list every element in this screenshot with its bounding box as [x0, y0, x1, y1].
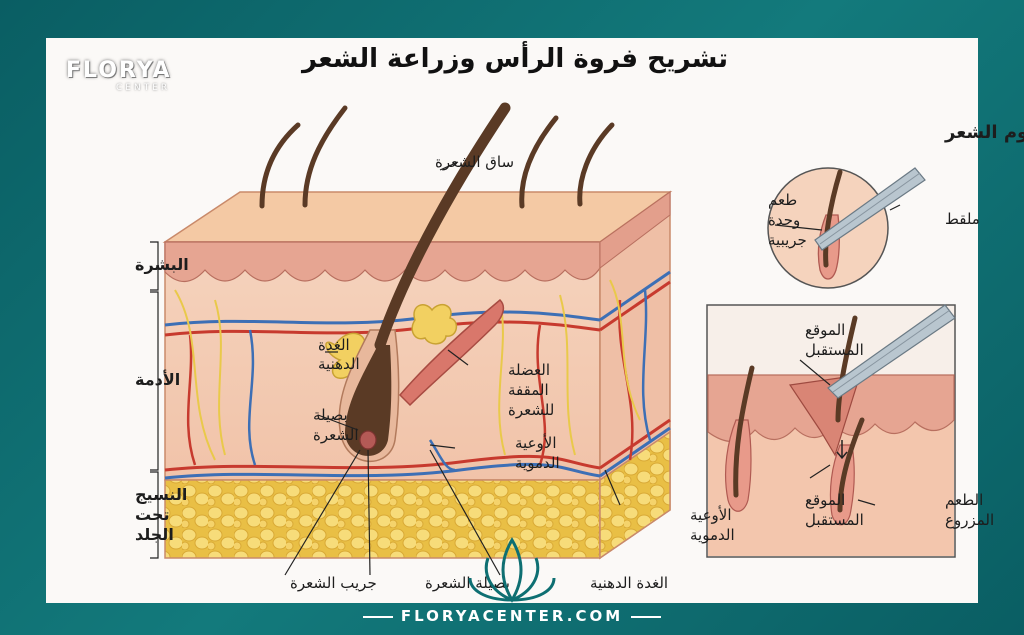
layer-dermis: الأدمة: [135, 370, 180, 389]
implant-box: [706, 304, 956, 558]
label-arrector-2: المقفة: [508, 381, 549, 399]
label-vessels-right-2: الدموية: [690, 526, 735, 544]
down-arrow-icon: [836, 440, 848, 460]
label-sebaceous-2: الدهنية: [318, 355, 360, 373]
graft-unit-1: طعم: [768, 191, 797, 209]
logo-name: FLORYA: [66, 58, 172, 83]
fat-side: [599, 430, 671, 560]
layer-subcutaneous-1: النسيج: [135, 485, 187, 504]
graft-heading: زراعة طعوم الشعر: [944, 122, 1024, 143]
label-vessels-1: الأوعية: [515, 433, 556, 452]
leader-lines: [150, 161, 621, 576]
graft-unit-3: جريبية: [768, 231, 807, 249]
footer-text: FLORYACENTER.COM: [400, 607, 624, 625]
label-sebaceous-1: الغدة: [318, 336, 350, 354]
label-bulb-2: الشعرة: [313, 426, 359, 444]
graft-circle: [767, 167, 926, 289]
footer-dash-right: [631, 615, 662, 618]
footer-dash-left: [362, 615, 393, 618]
recipient-bottom-1: الموقع: [805, 491, 845, 509]
lotus-logo-icon: [468, 537, 556, 603]
layer-epidermis: البشرة: [135, 255, 189, 274]
layer-subcutaneous-3: الجلد: [135, 525, 174, 544]
implanted-2: المزروع: [945, 511, 994, 529]
nerves: [174, 279, 641, 461]
implanted-1: الطعم: [945, 491, 983, 509]
graft-forceps: ملقط: [945, 210, 980, 228]
epidermis-front: [164, 241, 601, 283]
hair-shaft: [374, 102, 511, 351]
graft-unit-2: وحدة: [768, 211, 800, 229]
epidermis-side: [599, 191, 671, 270]
layer-subcutaneous-2: تحت: [135, 505, 169, 524]
label-gland-bottom: الغدة الدهنية: [590, 574, 668, 592]
logo-sub: CENTER: [116, 83, 171, 93]
blood-vessels: [164, 270, 671, 480]
page-title: تشريح فروة الرأس وزراعة الشعر: [302, 44, 728, 74]
skin-surface: [162, 191, 673, 243]
recipient-top-1: الموقع: [805, 321, 845, 339]
label-arrector-3: للشعرة: [508, 401, 554, 419]
label-hair-shaft: ساق الشعرة: [435, 153, 514, 171]
surface-hairs: [259, 105, 615, 209]
recipient-bottom-2: المستقبل: [805, 511, 864, 529]
florya-logo: FLORYA CENTER: [66, 58, 172, 93]
recipient-top-2: المستقبل: [805, 341, 864, 359]
label-vessels-2: الدموية: [515, 454, 560, 472]
fat-front: [164, 479, 601, 559]
label-arrector-1: العضلة: [508, 361, 550, 379]
footer-url: FLORYACENTER.COM: [330, 607, 694, 635]
label-follicle: جريب الشعرة: [290, 574, 377, 592]
sebaceous-gland-right: [411, 303, 458, 345]
label-vessels-right-1: الأوعية: [690, 505, 731, 524]
label-bulb-1: بصيلة: [313, 406, 348, 424]
